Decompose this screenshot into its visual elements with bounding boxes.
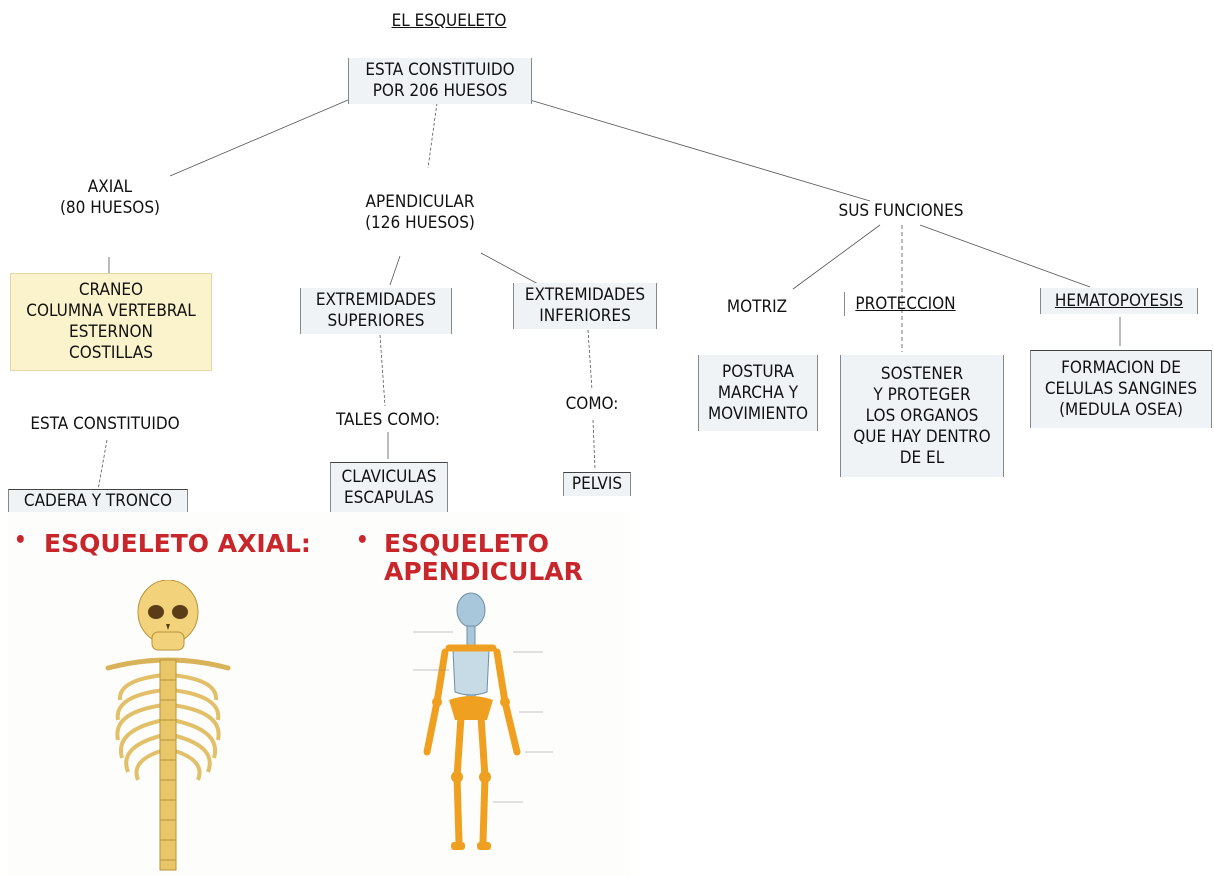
tales-como-text: TALES COMO: [322,408,454,432]
motriz-detail-box: POSTURA MARCHA Y MOVIMIENTO [698,355,818,431]
funciones-label: SUS FUNCIONES [820,198,982,224]
apendicular-title-bullet: • [356,528,369,553]
apendicular-skeleton-illustration [413,592,593,876]
root-title: EL ESQUELETO [380,8,518,34]
extremidades-inferiores-box: EXTREMIDADES INFERIORES [513,283,657,329]
motriz-label: MOTRIZ [718,295,796,319]
image-apendicular-title: ESQUELETO APENDICULAR [384,530,583,586]
axial-title-bullet: • [14,528,27,553]
axial-label: AXIAL (80 HUESOS) [40,174,180,222]
axial-parts-box: CRANEO COLUMNA VERTEBRAL ESTERNON COSTIL… [10,273,212,371]
axial-link-text: ESTA CONSTITUIDO [10,412,200,436]
hematopoyesis-label: HEMATOPOYESIS [1040,288,1198,314]
inferiores-example-box: PELVIS [563,472,631,496]
apendicular-label: APENDICULAR (126 HUESOS) [340,188,500,238]
superiores-examples-box: CLAVICULAS ESCAPULAS [330,462,448,512]
image-axial-title: ESQUELETO AXIAL: [44,530,311,558]
hematopoyesis-detail-box: FORMACION DE CELULAS SANGINES (MEDULA OS… [1030,350,1212,428]
proteccion-detail-box: SOSTENER Y PROTEGER LOS ORGANOS QUE HAY … [840,355,1004,477]
como-text: COMO: [556,392,628,416]
extremidades-superiores-box: EXTREMIDADES SUPERIORES [300,288,452,334]
axial-skeleton-illustration [78,580,258,876]
skeleton-image: • ESQUELETO AXIAL: • ESQUELETO APENDICUL… [8,512,630,876]
proteccion-label: PROTECCION [844,292,966,316]
axial-result: CADERA Y TRONCO [8,489,188,513]
root-subtitle: ESTA CONSTITUIDO POR 206 HUESOS [348,58,532,104]
